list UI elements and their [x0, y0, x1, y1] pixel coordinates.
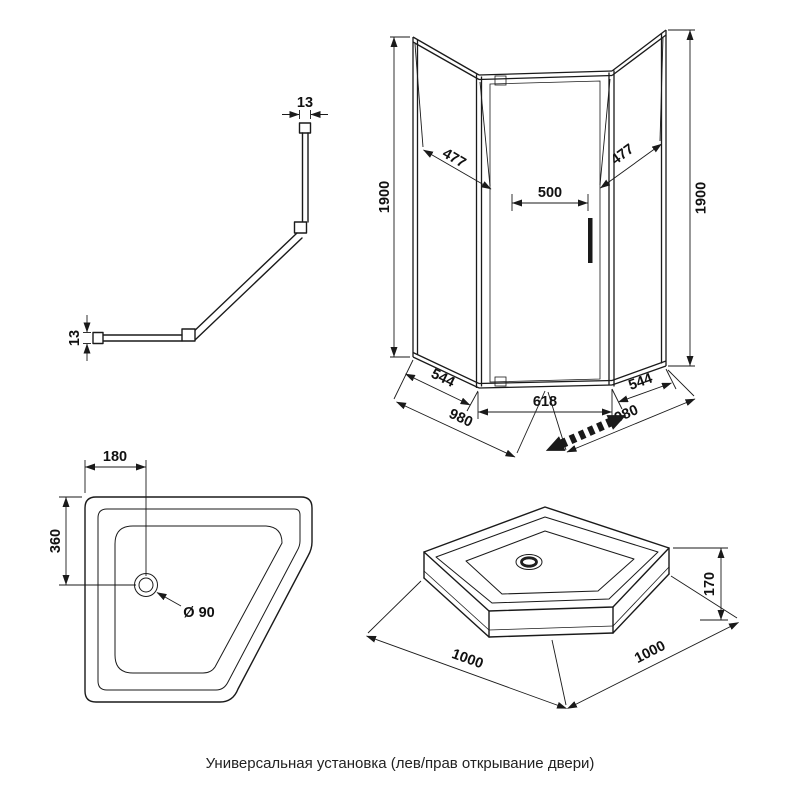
drain-outer-circle	[134, 573, 158, 597]
dim-top-left-label: 477	[440, 146, 469, 172]
dim-base-right-label: 1000	[632, 638, 668, 667]
drain-inner-circle	[138, 577, 154, 593]
installation-caption: Универсальная установка (лев/прав открыв…	[205, 755, 595, 772]
tray-plan-outer	[84, 496, 313, 703]
dim-height-right-label: 1900	[694, 182, 710, 214]
tray3d-floor	[465, 530, 635, 595]
profile-upper-connector	[293, 221, 308, 234]
dim-bottom-right-inner: 544	[611, 368, 677, 410]
top-frame-left	[412, 36, 480, 76]
dim-profile-top-label: 13	[297, 95, 313, 111]
drawing-svg: 13 13	[48, 29, 739, 709]
dim-base-left: 1000	[366, 580, 567, 709]
profile-lower-connector	[181, 328, 196, 342]
dim-profile-side: 13	[67, 315, 91, 361]
tray-3d-view: 170 1000 1000	[366, 506, 739, 709]
profile-diagonal-edge	[189, 232, 298, 336]
dim-profile-top: 13	[282, 95, 328, 119]
door-swing-arrow	[545, 415, 627, 451]
tray-plan-floor	[114, 525, 283, 674]
dim-top-center: 500	[511, 185, 589, 211]
door-hinge-top	[494, 75, 507, 86]
profile-left-endcap	[92, 331, 104, 345]
enclosure-frame	[412, 29, 667, 389]
door-glass	[489, 80, 601, 383]
dim-bottom-right-inner-label: 544	[627, 371, 655, 394]
dim-top-center-label: 500	[538, 185, 562, 201]
profile-top-endcap	[298, 122, 312, 134]
tray-plan-view: 180 360 Ø 90	[48, 449, 313, 703]
dim-top-left: 477	[414, 43, 492, 190]
swing-arrowhead-right	[606, 415, 627, 430]
dim-tray-height-label: 170	[702, 572, 718, 596]
dim-tray-height: 170	[673, 547, 728, 621]
dim-bottom-center: 618	[477, 389, 613, 419]
dim-height-left-label: 1900	[377, 181, 393, 213]
dim-drain-diameter: Ø 90	[156, 592, 215, 621]
dim-drain-offset-x-label: 180	[103, 449, 127, 465]
door-handle	[588, 218, 593, 263]
tray-plan-rim	[97, 508, 301, 691]
bottom-frame-center	[478, 384, 613, 389]
tray3d-rim-outer	[423, 506, 670, 612]
dim-bottom-left-inner: 544	[393, 359, 479, 412]
swing-arrowhead-left	[545, 436, 566, 451]
drain-leader-line	[156, 592, 182, 607]
dim-drain-offset-x: 180	[84, 449, 147, 576]
enclosure-3d-view: 1900 1900 477 500 477	[377, 29, 710, 458]
drain3d-inner	[520, 556, 538, 568]
dim-drain-offset-y-label: 360	[48, 529, 64, 553]
top-frame-center	[478, 70, 613, 76]
bottom-frame-right	[611, 365, 667, 386]
wall-profile-view	[92, 122, 312, 345]
dim-bottom-center-label: 618	[533, 394, 557, 410]
door-hinge-bottom	[494, 376, 507, 387]
drain3d-outer	[515, 554, 543, 570]
top-frame-right	[611, 29, 667, 72]
dim-height-right: 1900	[668, 29, 710, 367]
dim-profile-side-label: 13	[67, 330, 83, 346]
dim-bottom-left-outer: 980	[396, 390, 546, 458]
dim-drain-offset-y: 360	[48, 496, 136, 586]
dim-drain-diameter-label: Ø 90	[183, 605, 214, 621]
tray3d-rim-inner	[435, 516, 659, 604]
dim-height-left: 1900	[377, 36, 410, 358]
